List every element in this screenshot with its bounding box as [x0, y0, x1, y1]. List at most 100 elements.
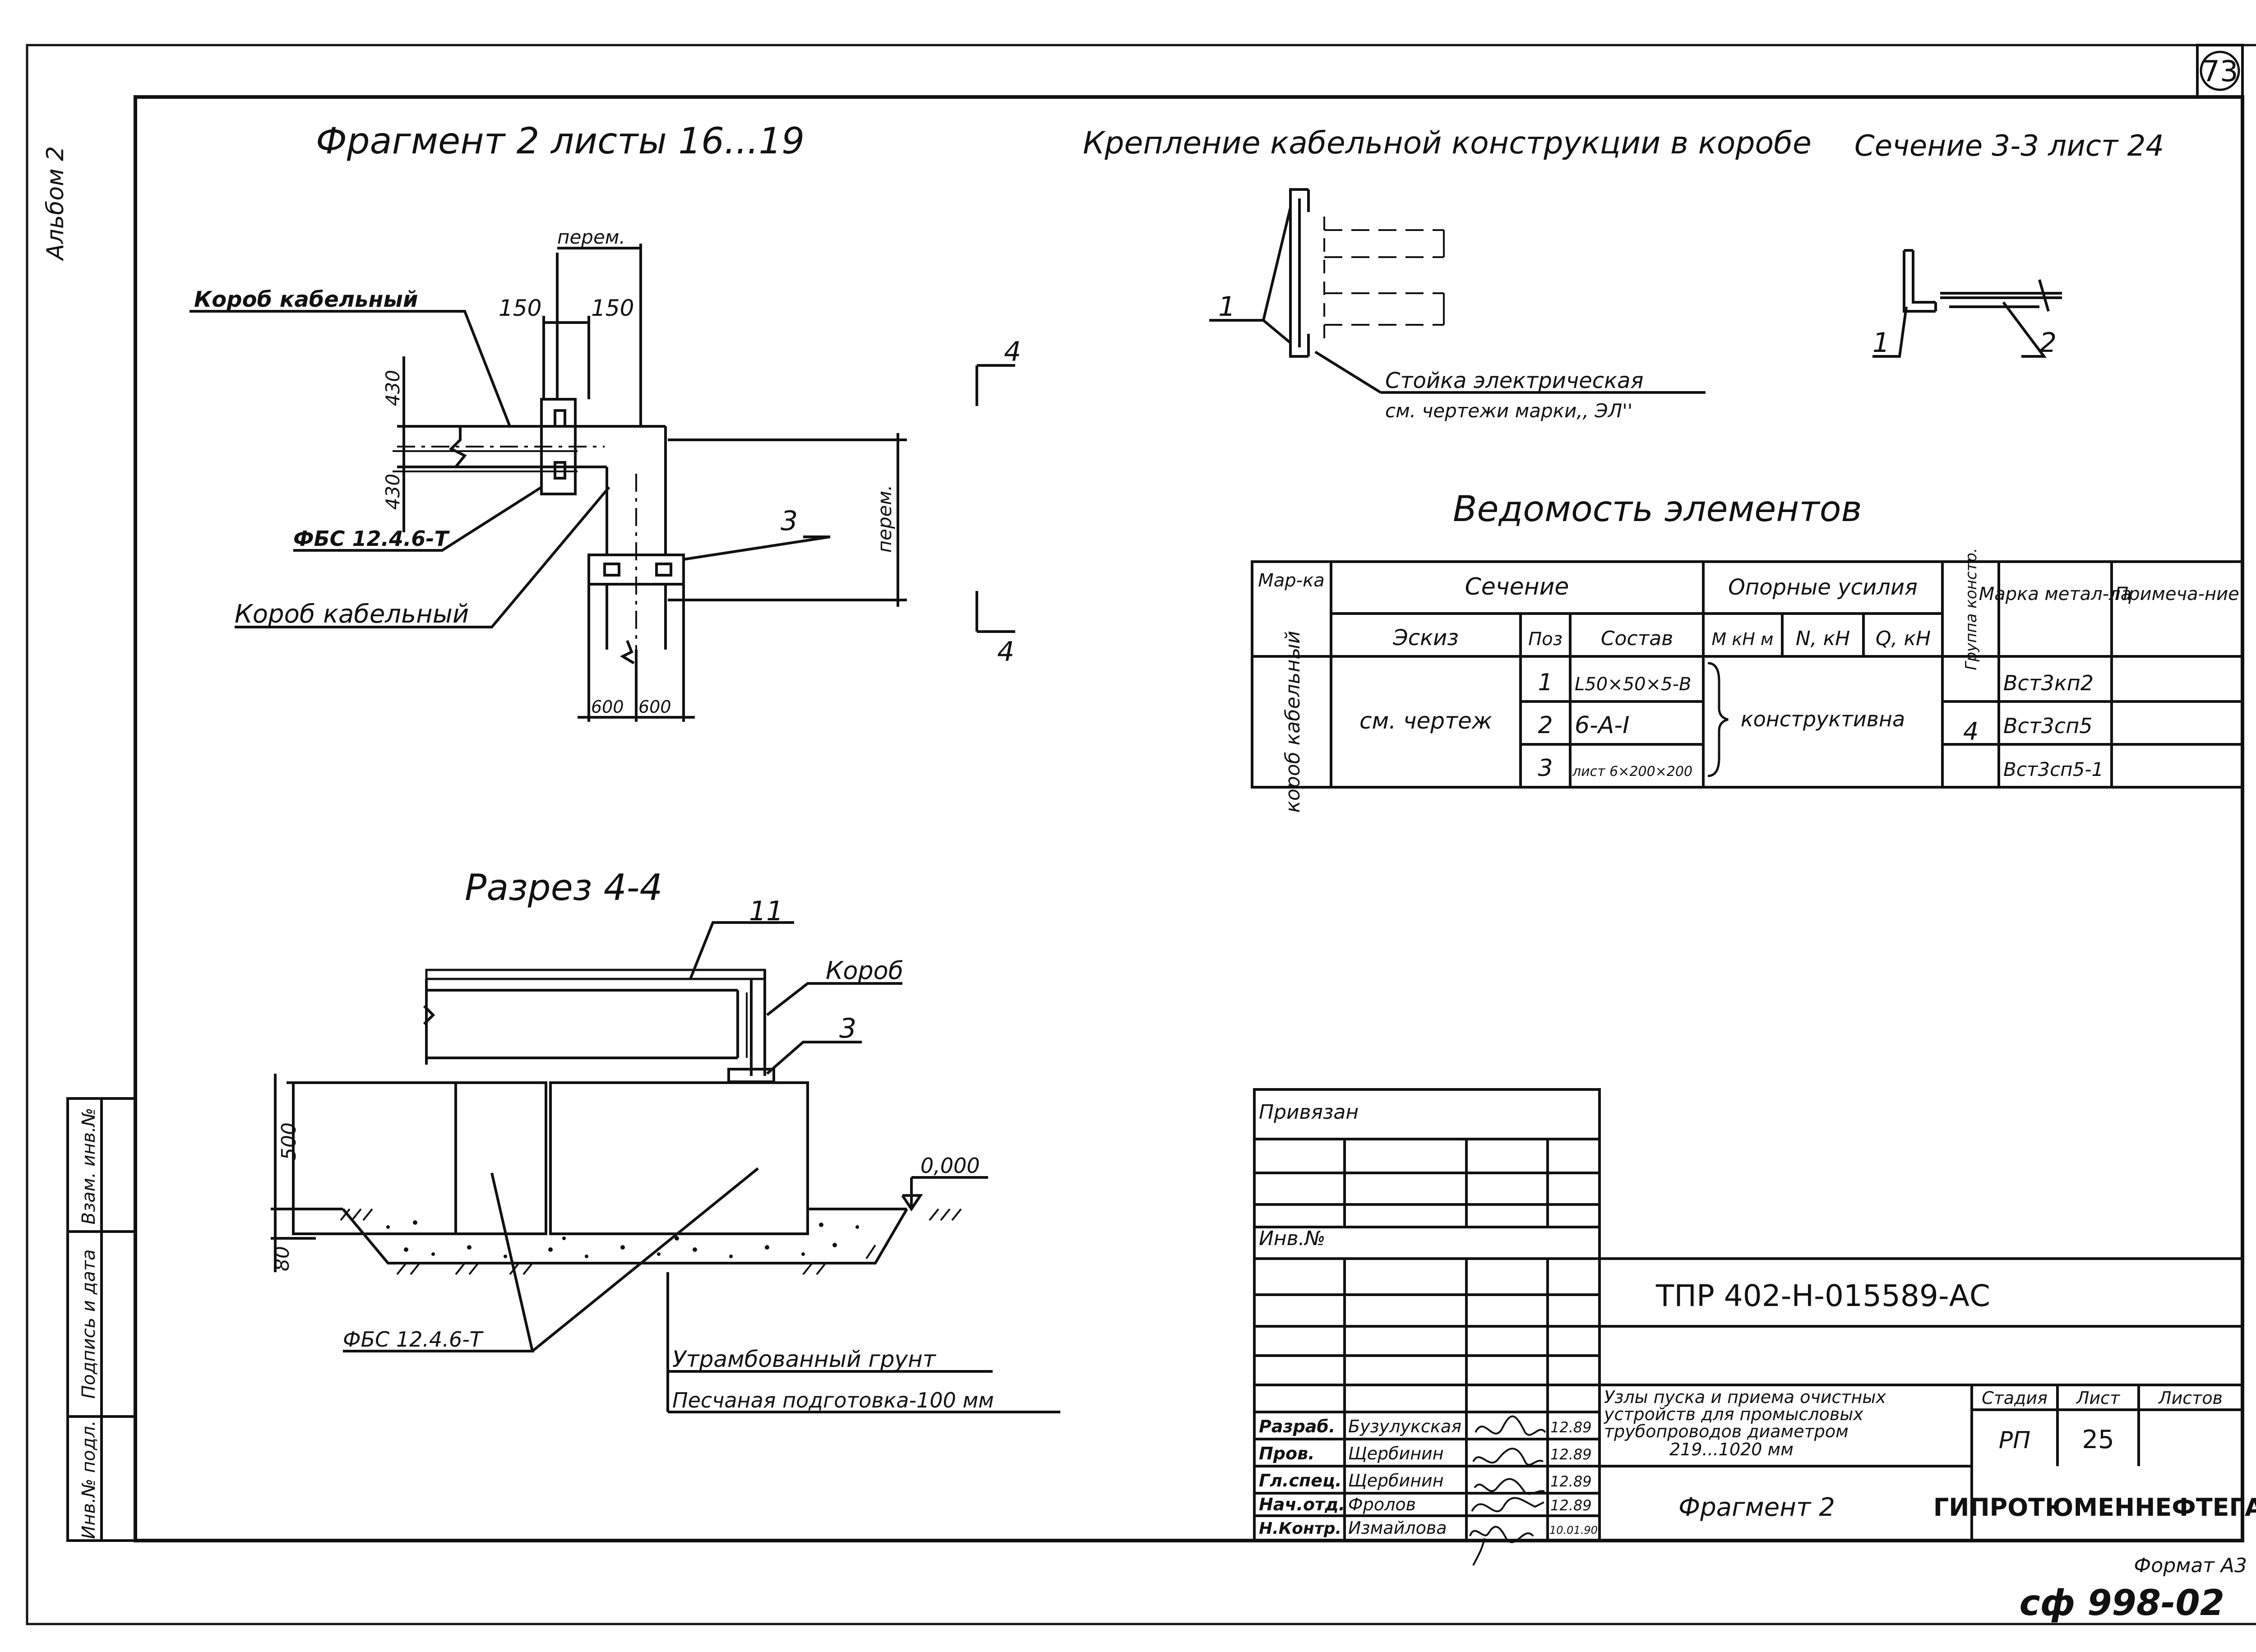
dim-430-top: 430	[382, 370, 404, 406]
signer-4-role: Нач.отд.	[1259, 1495, 1345, 1514]
signer-5-name: Измайлова	[1348, 1518, 1447, 1538]
sheet-value: 25	[2082, 1425, 2114, 1454]
label-cable-box-bottom: Короб кабельный	[235, 600, 469, 629]
description-line-1: Узлы пуска и приема очистных	[1604, 1387, 1886, 1407]
th-mark: Мар-ка	[1258, 570, 1325, 591]
signatures	[1469, 1415, 1546, 1566]
drawing-frame	[134, 95, 2244, 1542]
doc-code: ТПР 402-Н-015589-АС	[1655, 1278, 1990, 1313]
th-m: М кН м	[1711, 629, 1773, 649]
dim-600-left: 600	[591, 697, 624, 717]
label-cable-box-top: Короб кабельный	[194, 287, 418, 312]
fragment-title: Фрагмент 2 листы 16...19	[316, 120, 804, 162]
item-2-pos: 2	[1538, 712, 1553, 739]
section-3-3: Сечение 3-3 лист 24 1 2	[1854, 129, 2164, 359]
description-line-2: устройств для промысловых	[1604, 1404, 1863, 1424]
plan-pos-3: 3	[781, 505, 798, 537]
th-section: Сечение	[1465, 573, 1569, 600]
th-pos: Поз	[1528, 629, 1563, 650]
section44-dim-500: 500	[277, 1122, 300, 1160]
item-3-pos: 3	[1538, 755, 1553, 782]
signer-1-role: Разраб.	[1259, 1417, 1335, 1436]
fastening-note-line2: см. чертежи марки,, ЭЛ''	[1385, 400, 1632, 422]
section44-label-fbs: ФБС 12.4.6-Т	[343, 1327, 484, 1352]
section44-note-sand: Песчаная подготовка-100 мм	[672, 1388, 994, 1412]
section44-label-11: 11	[749, 895, 783, 927]
description-line-3: трубопроводов диаметром	[1604, 1421, 1849, 1441]
title-block: Привязан Инв.№ ТПР 402-Н-015589-АС Узлы …	[1253, 1088, 2256, 1566]
fastening-pos-1: 1	[1218, 291, 1235, 323]
item-2-steel: Вст3сп5	[2003, 714, 2093, 738]
format-label: Формат А3	[2134, 1554, 2247, 1577]
sand-stipple	[386, 1220, 859, 1258]
privyazan-label: Привязан	[1259, 1101, 1359, 1124]
sheet-name: Фрагмент 2	[1678, 1493, 1835, 1522]
sheet-label: Лист	[2076, 1388, 2121, 1408]
elements-table: Ведомость элементов Мар-ка Сечение Эскиз…	[1251, 489, 2244, 813]
dim-perem-right: перем.	[874, 485, 896, 553]
signer-2-date: 12.89	[1550, 1446, 1592, 1463]
inv-no-label: Инв.№	[1259, 1227, 1325, 1250]
signer-5-date: 10.01.90	[1549, 1524, 1598, 1537]
section-mark-bottom: 4	[997, 636, 1014, 668]
section33-pos-2: 2	[2039, 327, 2057, 359]
th-group: Группа констр.	[1962, 548, 1980, 670]
album-label: Альбом 2	[42, 146, 69, 261]
item-3-composition: лист 6×200×200	[1572, 764, 1692, 780]
label-fbs-plan: ФБС 12.4.6-Т	[293, 526, 450, 551]
dim-430-bottom: 430	[382, 474, 404, 510]
th-composition: Состав	[1601, 627, 1673, 650]
fragment-plan: Фрагмент 2 листы 16...19	[190, 120, 1021, 722]
row-sketch: см. чертеж	[1359, 708, 1492, 734]
fastening-title: Крепление кабельной конструкции в коробе	[1083, 125, 1812, 161]
sheet-outer-border	[26, 44, 2256, 1625]
th-steel: Марка метал-ла	[1979, 584, 2131, 605]
signer-1-name: Бузулукская	[1348, 1417, 1461, 1436]
stage-value: РП	[1999, 1427, 2030, 1454]
inv-orig-label: Инв.№ подл.	[79, 1420, 99, 1539]
inv-repl-label: Взам. инв.№	[79, 1108, 99, 1225]
th-sketch: Эскиз	[1392, 625, 1459, 651]
th-support: Опорные усилия	[1728, 575, 1918, 600]
section44-note-soil: Утрамбованный грунт	[672, 1346, 937, 1372]
signer-3-role: Гл.спец.	[1259, 1471, 1342, 1490]
item-3-steel: Вст3сп5-1	[2003, 758, 2103, 780]
item-1-steel: Вст3кп2	[2003, 671, 2094, 695]
page-number: 73	[2201, 55, 2238, 88]
dim-150-left: 150	[499, 295, 541, 321]
archive-code: сф 998-02	[2019, 1583, 2224, 1624]
signer-3-name: Щербинин	[1348, 1471, 1444, 1490]
stage-label: Стадия	[1982, 1388, 2048, 1408]
section33-pos-1: 1	[1872, 327, 1890, 359]
description-line-4: 219...1020 мм	[1669, 1440, 1794, 1459]
fastening-detail: Крепление кабельной конструкции в коробе…	[1083, 125, 1812, 422]
section-mark-top: 4	[1004, 336, 1021, 368]
row-support: конструктивна	[1741, 707, 1905, 731]
item-2-composition: 6-А-I	[1575, 712, 1630, 739]
section44-dim-80: 80	[271, 1246, 294, 1271]
section33-title: Сечение 3-3 лист 24	[1854, 129, 2164, 163]
item-1-composition: L50×50×5-В	[1575, 674, 1691, 695]
dim-600-right: 600	[638, 697, 671, 717]
fastening-note-line1: Стойка электрическая	[1385, 368, 1643, 393]
signer-4-date: 12.89	[1550, 1497, 1592, 1514]
section-4-4: Разрез 4-4	[271, 867, 1060, 1413]
section44-title: Разрез 4-4	[465, 867, 662, 909]
section44-level: 0,000	[920, 1154, 980, 1178]
left-strip	[66, 1097, 137, 1542]
signer-2-role: Пров.	[1259, 1444, 1315, 1463]
signer-2-name: Щербинин	[1348, 1444, 1444, 1463]
signer-4-name: Фролов	[1348, 1495, 1416, 1514]
th-note: Примеча-ние	[2115, 584, 2239, 605]
sheets-label: Листов	[2158, 1388, 2223, 1408]
row-group: 4	[1963, 717, 1979, 746]
th-n: N, кН	[1796, 627, 1850, 650]
organization: ГИПРОТЮМЕННЕФТЕГАЗ	[1933, 1493, 2256, 1522]
elements-table-title: Ведомость элементов	[1453, 489, 1862, 530]
item-1-pos: 1	[1538, 669, 1553, 696]
dim-150-right: 150	[591, 295, 634, 321]
row-mark: короб кабельный	[1281, 631, 1304, 812]
page-number-box	[2196, 44, 2244, 98]
signer-3-date: 12.89	[1550, 1473, 1592, 1490]
sign-date-label: Подпись и дата	[79, 1249, 99, 1398]
